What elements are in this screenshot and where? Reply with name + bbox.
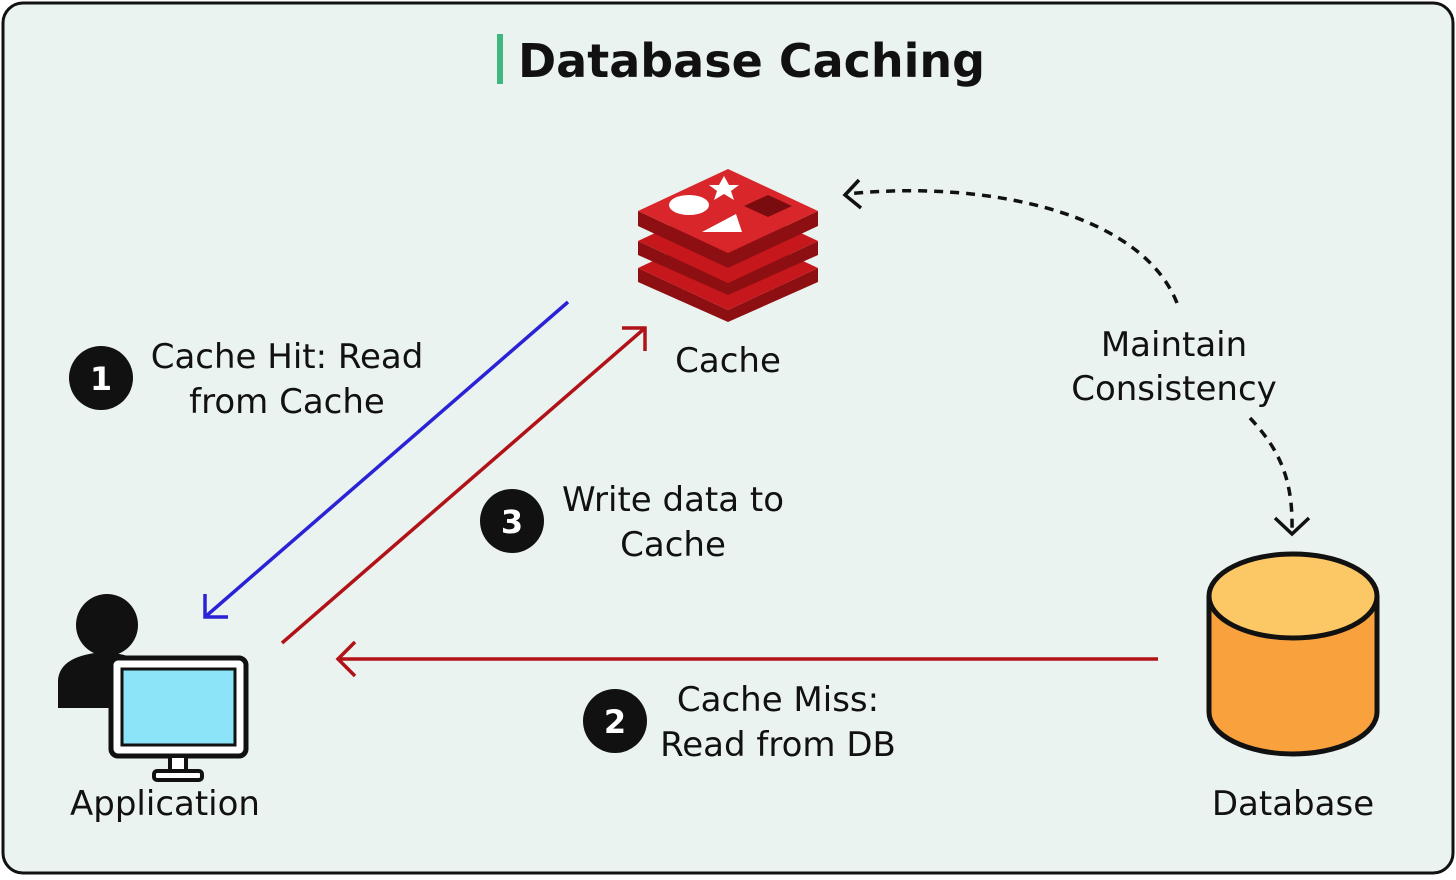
database-cylinder-icon [1206,551,1380,757]
step-3-number: 3 [501,503,523,541]
consistency-arrow-to-database [1248,416,1311,537]
step-1-label-line2: from Cache [189,382,385,422]
consistency-arrow-to-cache [842,178,1179,304]
page-title: Database Caching [518,34,985,88]
step-1-badge [69,346,133,410]
step-1-label-line1: Cache Hit: Read [151,337,424,377]
user-head-icon [76,594,138,656]
application-label: Application [70,784,260,824]
cache-miss-arrow [335,640,1158,678]
database-label: Database [1212,784,1374,824]
consistency-label-line2: Consistency [1071,369,1277,409]
step-1: 1 Cache Hit: Read from Cache [69,337,423,422]
title-accent-bar [497,34,503,84]
user-computer-icon [58,594,249,782]
step-2-number: 2 [604,703,626,741]
step-2: 2 Cache Miss: Read from DB [583,680,896,765]
consistency-label-line1: Maintain [1101,325,1247,365]
step-3-label-line2: Cache [620,525,726,565]
step-2-label-line2: Read from DB [660,725,896,765]
step-3-label-line1: Write data to [562,480,784,520]
cache-hit-arrow [203,300,570,619]
redis-cache-icon [638,169,818,322]
step-2-badge [583,689,647,753]
step-1-number: 1 [90,360,112,398]
step-3-badge [480,489,544,553]
write-cache-arrow [280,326,647,645]
cache-label: Cache [675,341,781,381]
step-3: 3 Write data to Cache [480,480,784,565]
step-2-label-line1: Cache Miss: [677,680,879,720]
